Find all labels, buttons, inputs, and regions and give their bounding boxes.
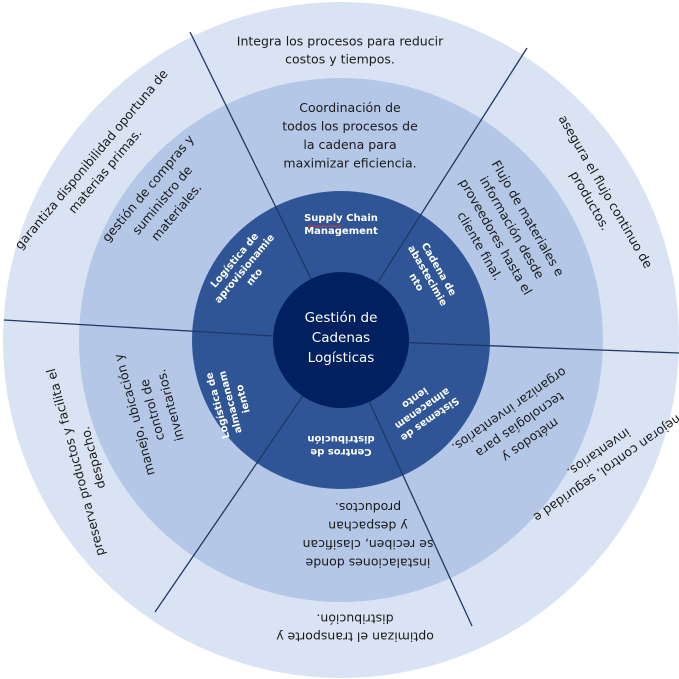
outer-text-supply-chain-management: Integra los procesos para reducir costos … <box>237 34 444 67</box>
divider-line <box>154 395 304 613</box>
middle-text-supply-chain-management-line: todos los procesos de <box>282 118 418 133</box>
middle-text-supply-chain-management-line: Coordinación de <box>299 100 401 115</box>
divider-line <box>368 401 473 627</box>
outer-text-centros-de-distribucion-line: distribución. <box>316 612 393 627</box>
divider-line <box>189 31 312 280</box>
middle-text-supply-chain-management: Coordinación de todos los procesos de la c… <box>282 100 418 171</box>
middle-text-centros-de-distribucion-line: instalaciones donde <box>305 555 430 570</box>
middle-text-centros-de-distribucion-line: productos. <box>335 500 401 515</box>
inner-label-supply-chain-management-line: Management <box>304 226 378 237</box>
middle-text-centros-de-distribucion-line: se reciben, clasifican <box>303 537 434 552</box>
outer-text-centros-de-distribucion-line: optimizan el transporte y <box>276 630 434 645</box>
center-title-line: Logísticas <box>308 350 375 366</box>
segment-dividers <box>3 31 679 627</box>
inner-label-centros-de-distribucion-line: Centros de <box>310 446 371 457</box>
outer-text-supply-chain-management-line: Integra los procesos para reducir <box>237 34 444 49</box>
outer-text-centros-de-distribucion: optimizan el transporte y distribución. <box>276 612 434 645</box>
divider-line <box>408 341 679 354</box>
divider-line <box>376 47 528 283</box>
inner-label-supply-chain-management-line: Supply Chain <box>304 213 378 224</box>
center-title-line: Cadenas <box>312 330 370 346</box>
divider-line <box>3 319 274 337</box>
outer-text-supply-chain-management-line: costos y tiempos. <box>285 52 395 67</box>
middle-text-supply-chain-management-line: la cadena para <box>303 137 396 152</box>
middle-text-centros-de-distribucion-line: y despachan <box>328 518 407 533</box>
spellcheck-underline <box>307 224 343 228</box>
inner-label-centros-de-distribucion-line: distribución <box>307 433 374 445</box>
center-title-line: Gestión de <box>305 310 378 326</box>
middle-text-centros-de-distribucion: instalaciones donde se reciben, clasifica… <box>303 500 434 571</box>
center-circle <box>273 272 409 408</box>
middle-text-supply-chain-management-line: maximizar eficiencia. <box>283 155 416 170</box>
